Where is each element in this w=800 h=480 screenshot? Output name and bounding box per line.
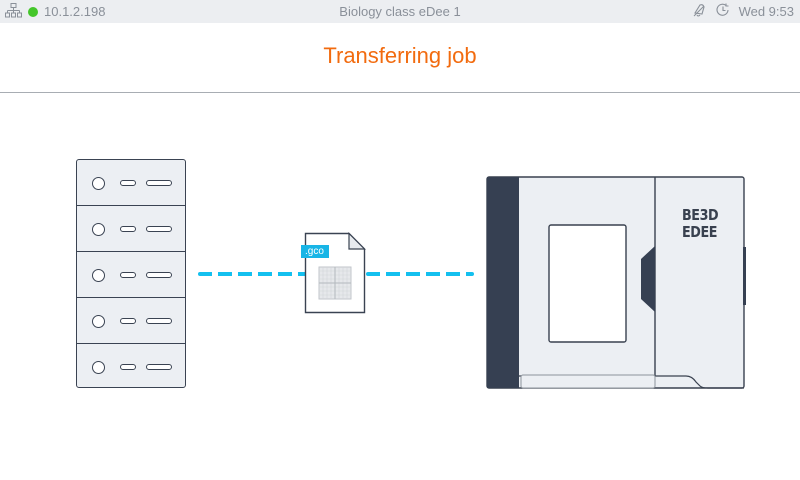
server-slot-icon [120,317,136,324]
clock-history-icon[interactable] [715,2,731,21]
server-slot-icon [146,225,172,232]
page-header: Transferring job [0,23,800,93]
transfer-line-left [198,272,308,276]
server-led-icon [92,314,105,328]
server-slot-icon [120,180,136,186]
server-led-icon [92,360,105,374]
file-extension-badge: .gco [301,245,329,258]
bell-off-icon[interactable] [691,2,707,21]
printer-name: Biology class eDee 1 [339,4,461,19]
printer-brand-line2: EDEE [682,223,718,241]
ip-address: 10.1.2.198 [44,4,106,19]
server-led-icon [92,177,105,190]
connection-status-dot [28,6,38,17]
server-slot-icon [146,317,172,324]
network-icon [5,2,22,21]
server-unit [77,251,185,297]
server-unit [77,343,185,389]
status-bar: 10.1.2.198 Biology class eDee 1 Wed 9:53 [0,0,800,23]
server-illustration [76,159,186,388]
server-slot-icon [120,363,136,370]
server-led-icon [92,268,105,282]
server-slot-icon [146,363,172,370]
transfer-line-right [366,272,474,276]
status-bar-left: 10.1.2.198 [5,0,105,23]
server-led-icon [92,222,105,236]
server-slot-icon [146,180,172,186]
server-unit [77,297,185,343]
server-slot-icon [146,271,172,278]
server-slot-icon [120,225,136,232]
server-slot-icon [120,271,136,278]
status-bar-right: Wed 9:53 [691,0,794,23]
printer-brand-logo: BE3D EDEE [682,206,719,241]
printer-illustration [486,176,747,390]
server-unit [77,205,185,251]
printer-brand-line1: BE3D [682,206,719,224]
server-unit [77,160,185,206]
clock: Wed 9:53 [738,4,794,19]
page-title: Transferring job [323,43,477,68]
